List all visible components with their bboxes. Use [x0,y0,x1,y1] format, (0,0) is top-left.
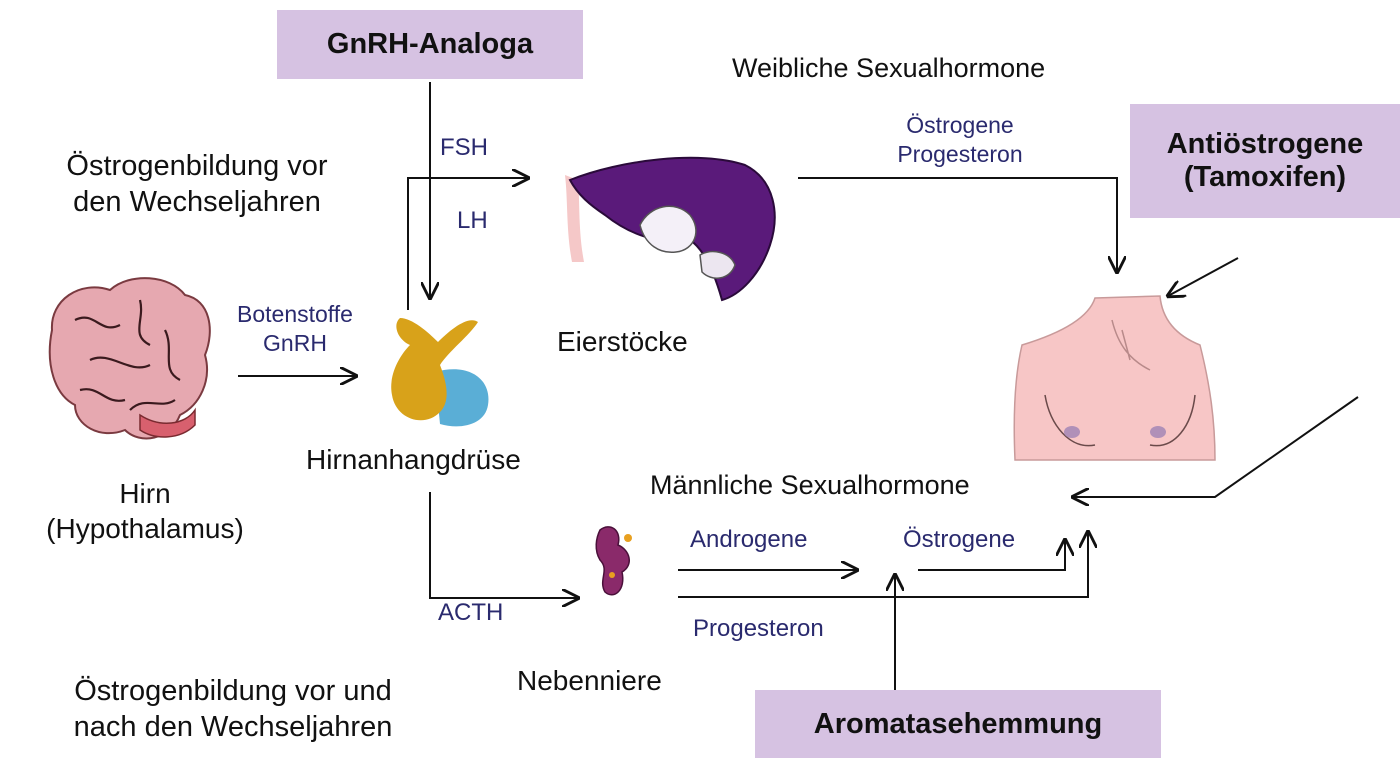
ovary-icon [565,158,775,300]
adrenal-gland-icon [596,527,632,595]
pituitary-gland-icon [391,318,488,426]
brain-icon [50,278,210,438]
torso-icon [1014,296,1215,460]
